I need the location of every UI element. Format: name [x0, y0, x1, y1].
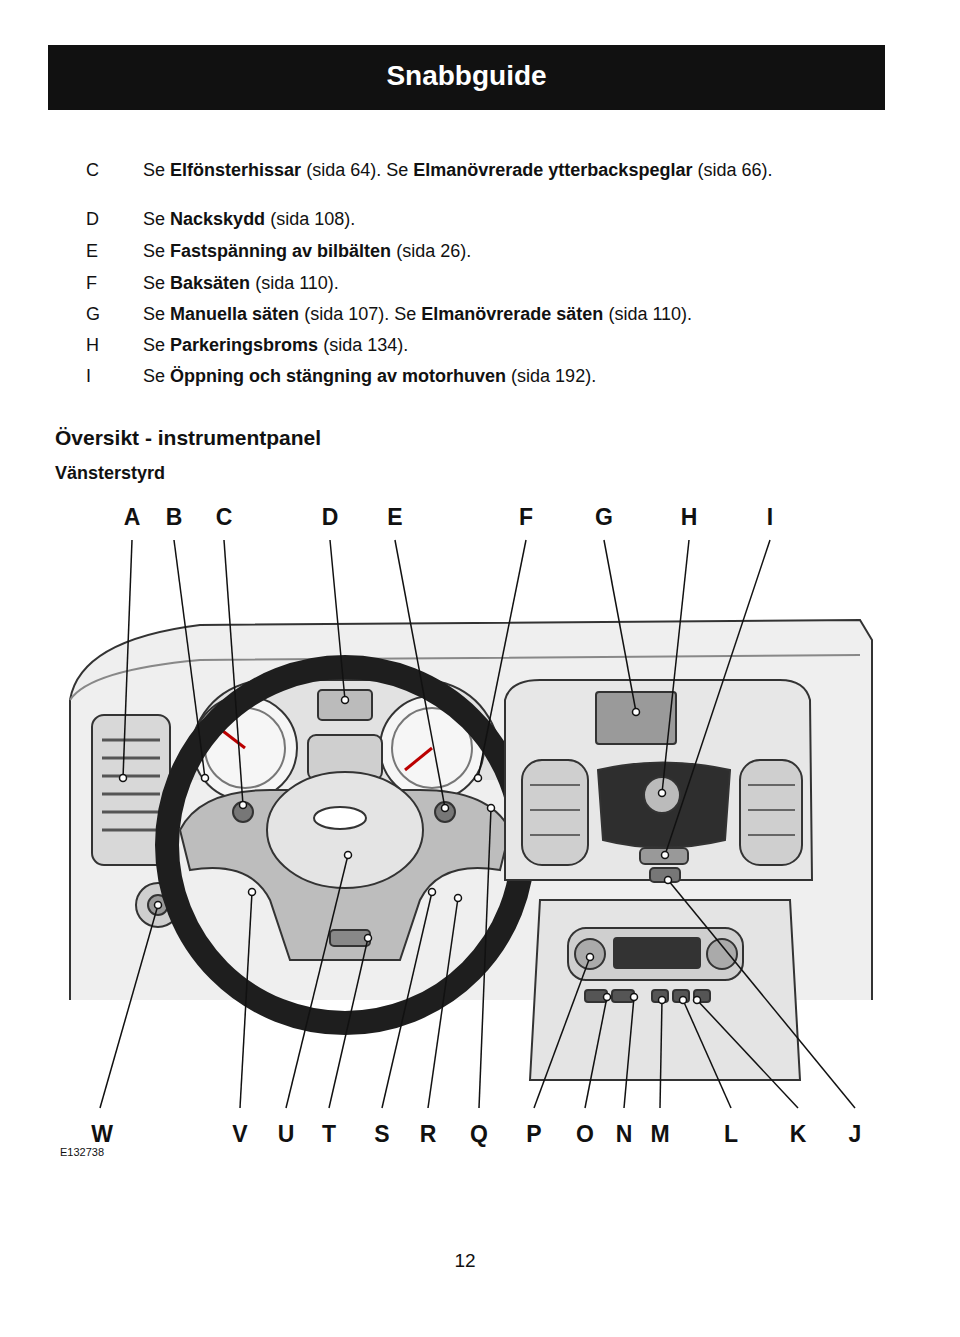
reference-text: Manuella säten: [170, 304, 299, 324]
page-number: 12: [454, 1250, 475, 1272]
reference-text: Öppning och stängning av motorhuven: [170, 366, 506, 386]
reference-text: (sida 66).: [697, 160, 772, 180]
callout-letter: K: [790, 1121, 807, 1148]
reference-text: (sida 192).: [511, 366, 596, 386]
callout-letter: V: [232, 1121, 247, 1148]
reference-text: Se: [386, 160, 408, 180]
callout-letter: C: [216, 504, 233, 531]
section-heading: Översikt - instrumentpanel: [55, 426, 321, 450]
row-letter: F: [86, 273, 106, 293]
reference-text: Se: [394, 304, 416, 324]
reference-text: Se: [143, 366, 165, 386]
callout-letter: U: [278, 1121, 295, 1148]
reference-text: (sida 134).: [323, 335, 408, 355]
row-letter: D: [86, 209, 106, 229]
reference-text: Fastspänning av bilbälten: [170, 241, 391, 261]
callout-letter: B: [166, 504, 183, 531]
reference-text: Se: [143, 335, 165, 355]
reference-text: Se: [143, 304, 165, 324]
callout-letter: F: [519, 504, 533, 531]
callout-letter: N: [616, 1121, 633, 1148]
row-letter: E: [86, 241, 106, 261]
reference-text: (sida 110).: [255, 273, 339, 293]
callout-letter: A: [124, 504, 141, 531]
reference-row: SeÖppning och stängning av motorhuven(si…: [143, 366, 875, 386]
reference-text: Se: [143, 241, 165, 261]
callout-letter: O: [576, 1121, 594, 1148]
callout-letter: G: [595, 504, 613, 531]
row-letter: C: [86, 160, 106, 180]
callout-letter: W: [91, 1121, 113, 1148]
callout-letter: H: [681, 504, 698, 531]
row-letter: I: [86, 366, 106, 386]
figure-id: E132738: [60, 1146, 104, 1158]
reference-row: SeFastspänning av bilbälten(sida 26).: [143, 241, 875, 261]
callout-letter: Q: [470, 1121, 488, 1148]
reference-row: SeBaksäten(sida 110).: [143, 273, 875, 293]
reference-text: (sida 107).: [304, 304, 389, 324]
callout-letter: M: [650, 1121, 669, 1148]
callout-letter: J: [849, 1121, 862, 1148]
row-letter: H: [86, 335, 106, 355]
page-heading: Snabbguide: [48, 60, 885, 92]
reference-text: (sida 26).: [396, 241, 471, 261]
reference-row: SeNackskydd(sida 108).: [143, 209, 875, 229]
row-letter: G: [86, 304, 106, 324]
reference-text: Baksäten: [170, 273, 250, 293]
callout-letter: R: [420, 1121, 437, 1148]
reference-text: Se: [143, 273, 165, 293]
callout-letter: I: [767, 504, 773, 531]
callout-letter: P: [526, 1121, 541, 1148]
reference-text: Nackskydd: [170, 209, 265, 229]
reference-row: SeElfönsterhissar(sida 64).SeElmanövrera…: [143, 160, 875, 180]
reference-text: (sida 64).: [306, 160, 381, 180]
reference-row: SeManuella säten(sida 107).SeElmanövrera…: [143, 304, 875, 324]
header-bar: Snabbguide: [48, 45, 885, 110]
reference-text: Elmanövrerade säten: [421, 304, 603, 324]
reference-row: SeParkeringsbroms(sida 134).: [143, 335, 875, 355]
callout-letter: T: [322, 1121, 336, 1148]
reference-text: (sida 110).: [608, 304, 692, 324]
callout-letter: S: [374, 1121, 389, 1148]
reference-text: Parkeringsbroms: [170, 335, 318, 355]
reference-text: Elfönsterhissar: [170, 160, 301, 180]
callout-letter: D: [322, 504, 339, 531]
callout-letter: L: [724, 1121, 738, 1148]
reference-text: Se: [143, 160, 165, 180]
reference-text: Elmanövrerade ytterbackspeglar: [413, 160, 692, 180]
callout-letter: E: [387, 504, 402, 531]
subheading: Vänsterstyrd: [55, 463, 165, 484]
reference-text: Se: [143, 209, 165, 229]
reference-text: (sida 108).: [270, 209, 355, 229]
